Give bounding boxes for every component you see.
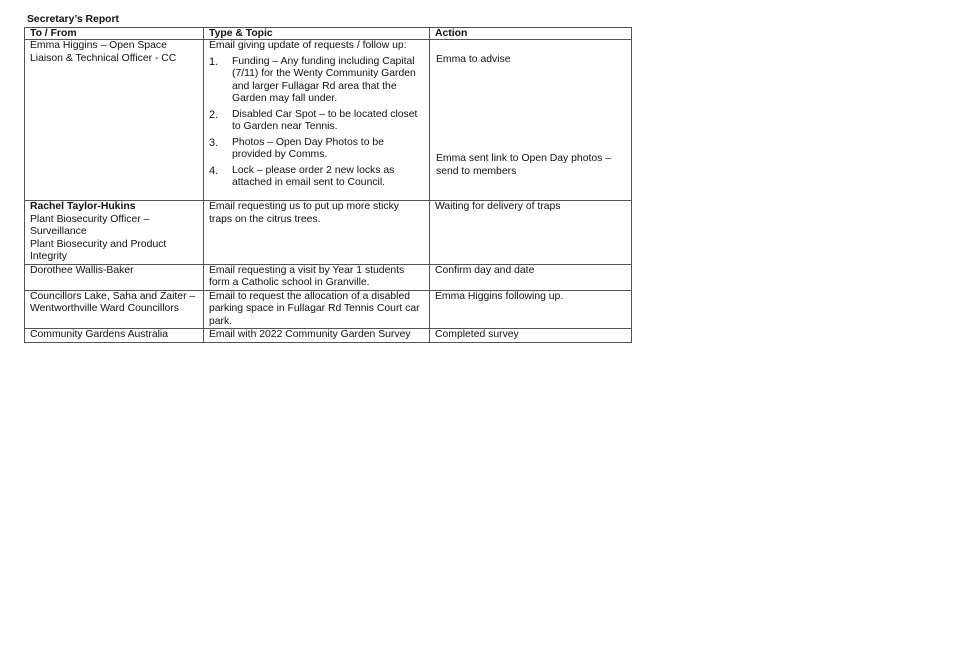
- from-name: Rachel Taylor-Hukins: [30, 201, 136, 212]
- header-topic: Type & Topic: [203, 27, 430, 40]
- table-row: Councillors Lake, Saha and Zaiter – Went…: [24, 289, 632, 329]
- action-text: Emma sent link to Open Day photos – send…: [436, 153, 611, 177]
- from-role: Plant Biosecurity Officer – Surveillance: [30, 213, 150, 238]
- from-cell: Dorothee Wallis-Baker: [24, 263, 204, 291]
- header-from: To / From: [24, 27, 204, 40]
- action-text: Emma to advise: [436, 54, 511, 65]
- item-number: 4.: [209, 164, 219, 177]
- table-row: Dorothee Wallis-Baker Email requesting a…: [24, 263, 632, 291]
- action-cell: Confirm day and date: [429, 263, 632, 291]
- item-text: Disabled Car Spot – to be located closet…: [232, 108, 418, 133]
- topic-cell: Email requesting a visit by Year 1 stude…: [203, 263, 430, 291]
- from-cell: Councillors Lake, Saha and Zaiter – Went…: [24, 289, 204, 329]
- header-action: Action: [429, 27, 632, 40]
- topic-list: 1. Funding – Any funding including Capita…: [209, 56, 424, 190]
- topic-cell: Email with 2022 Community Garden Survey: [203, 328, 430, 343]
- topic-cell: Email giving update of requests / follow…: [203, 39, 430, 201]
- topic-intro: Email giving update of requests / follow…: [209, 40, 407, 51]
- list-item: 2. Disabled Car Spot – to be located clos…: [209, 109, 424, 134]
- action-cell: Emma Higgins following up.: [429, 289, 632, 329]
- item-number: 3.: [209, 136, 219, 149]
- report-title: Secretary’s Report: [27, 14, 120, 25]
- action-cell: Emma to advise Emma sent link to Open Da…: [429, 39, 632, 201]
- item-text: Funding – Any funding including Capital …: [232, 55, 416, 105]
- from-cell: Emma Higgins – Open Space Liaison & Tech…: [24, 39, 204, 201]
- from-dept: Plant Biosecurity and Product Integrity: [30, 238, 167, 263]
- item-number: 2.: [209, 108, 219, 121]
- item-text: Lock – please order 2 new locks as attac…: [232, 164, 395, 189]
- header-row: To / From Type & Topic Action: [24, 27, 632, 40]
- topic-cell: Email requesting us to put up more stick…: [203, 200, 430, 265]
- item-text: Photos – Open Day Photos to be provided …: [232, 136, 384, 161]
- table-row: Emma Higgins – Open Space Liaison & Tech…: [24, 39, 632, 201]
- action-cell: Waiting for delivery of traps: [429, 200, 632, 265]
- action-cell: Completed survey: [429, 328, 632, 343]
- list-item: 3. Photos – Open Day Photos to be provide…: [209, 137, 424, 162]
- topic-cell: Email to request the allocation of a dis…: [203, 289, 430, 329]
- table-row: Community Gardens Australia Email with 2…: [24, 328, 632, 343]
- from-cell: Community Gardens Australia: [24, 328, 204, 343]
- list-item: 1. Funding – Any funding including Capita…: [209, 56, 424, 106]
- list-item: 4. Lock – please order 2 new locks as att…: [209, 165, 424, 190]
- report-table: To / From Type & Topic Action Emma Higgi…: [24, 27, 632, 343]
- item-number: 1.: [209, 55, 219, 68]
